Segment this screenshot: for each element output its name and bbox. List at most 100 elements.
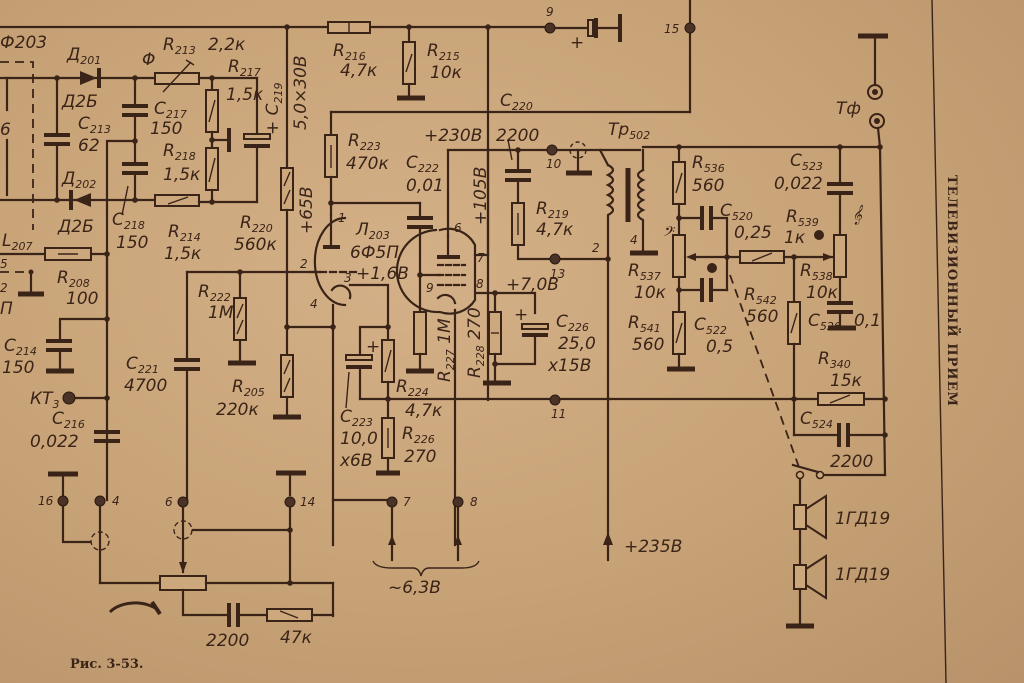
r223-ref: R223: [348, 131, 381, 153]
vol-res-value: 47к: [280, 628, 313, 648]
c220-ref: C220: [500, 91, 533, 113]
phi-mark: Φ: [142, 50, 155, 70]
c221-ref: C221: [126, 354, 159, 376]
tube-pin-4: 4: [310, 297, 318, 311]
r228-label: R228 270: [465, 307, 487, 378]
c223-value: 10,0: [340, 429, 378, 449]
terminal-6-label: 6: [165, 495, 173, 509]
control-knob-dot: [814, 230, 824, 240]
voltage-235v: +235В: [624, 537, 682, 557]
c524-value: 2200: [830, 452, 873, 472]
terminal-13-label: 13: [550, 267, 565, 281]
c526-value: 0,1: [854, 311, 881, 331]
tube-pin-3: 3: [344, 271, 352, 285]
l207-pin-5: 5: [0, 257, 8, 271]
c222-ref: C222: [406, 153, 439, 175]
arrow-up-icon: [603, 532, 613, 545]
capacitor-c223: [345, 354, 373, 361]
terminal-9: [544, 22, 556, 34]
transformer-secondary: [636, 168, 646, 254]
speaker-2-label: 1ГД19: [835, 565, 890, 585]
c226-plus: +: [514, 305, 528, 325]
terminal-11-label: 11: [551, 407, 566, 421]
c219-ref: + C219: [263, 82, 285, 135]
l207-pin-2: 2: [0, 281, 8, 295]
c216-ref: C216: [52, 409, 85, 431]
wiper-arrow-icon: [686, 253, 696, 261]
switch-contact: [815, 470, 825, 480]
c526-ref: C526: [808, 311, 841, 333]
r218-ref: R218: [163, 141, 196, 163]
r537-value: 10к: [634, 283, 667, 303]
d201-type: Д2Б: [61, 92, 98, 112]
terminal-4-label: 4: [112, 494, 120, 508]
vacuum-tube-l203: [308, 213, 477, 547]
c218-value: 150: [116, 233, 148, 253]
r220-ref: R220: [240, 213, 273, 235]
side-title: ТЕЛЕВИЗИОННЫЙ ПРИЕМ: [944, 175, 961, 407]
arrow-up-icon: [388, 535, 396, 545]
r224-value: 4,7к: [405, 401, 443, 421]
c217-ref: C217: [154, 99, 187, 121]
vol-cap-value: 2200: [206, 631, 249, 651]
terminal-9-label: 9: [546, 5, 554, 19]
heater-brace: [372, 560, 480, 577]
c520-ref: C520: [720, 201, 753, 223]
r541-value: 560: [632, 335, 664, 355]
page-border-line: [931, 0, 947, 683]
terminal-10-label: 10: [546, 157, 562, 171]
speaker-2: [793, 554, 827, 600]
treble-clef-icon: 𝄞: [852, 204, 863, 225]
c214-ref: C214: [4, 336, 37, 358]
terminal-13: [549, 253, 561, 265]
c219-value: 5,0×30В: [291, 55, 311, 130]
r215-ref: R215: [427, 41, 460, 63]
r213-ref: R213: [163, 35, 196, 57]
r220-value: 560к: [234, 235, 277, 255]
terminal-15: [284, 496, 296, 508]
diode-d202: [74, 193, 91, 207]
r217-value: 1,5к: [226, 85, 264, 105]
volume-potentiometer[interactable]: [159, 575, 207, 591]
voltage-105v: +105В: [471, 167, 491, 225]
r222-value: 1М: [208, 303, 234, 323]
shielded-connector: [569, 141, 587, 159]
terminal-8: [452, 496, 464, 508]
ganged-switch-linkage: [729, 274, 801, 471]
terminal-16-label: 16: [38, 494, 54, 508]
c223-ref: C223: [340, 407, 373, 429]
terminal-11: [549, 394, 561, 406]
terminal-15-label: 14: [300, 495, 315, 509]
terminal-7: [386, 496, 398, 508]
r218-value: 1,5к: [163, 165, 201, 185]
r542-value: 560: [746, 307, 778, 327]
terminal-14: [684, 22, 696, 34]
c522-value: 0,5: [706, 337, 733, 357]
r216-value: 4,7к: [340, 61, 378, 81]
r226-value: 270: [404, 447, 436, 467]
r215-value: 10к: [430, 63, 463, 83]
terminal-4: [94, 495, 106, 507]
tube-type: 6Ф5П: [350, 243, 399, 263]
voltage-1-6v: +1,6В: [356, 264, 409, 284]
r226-ref: R226: [402, 424, 435, 446]
c524-ref: C524: [800, 409, 833, 431]
terminal-14-label: 15: [664, 22, 679, 36]
test-point-kt3: [62, 391, 76, 405]
filter-shield-dashed: [0, 61, 34, 230]
r539-ref: R539: [786, 207, 819, 229]
tube-ref: Л203: [355, 220, 390, 242]
arrow-up-icon: [454, 535, 462, 545]
r219-ref: R219: [536, 199, 569, 221]
r219-value: 4,7к: [536, 220, 574, 240]
r216-ref: R216: [333, 41, 366, 63]
headphones-label: Тф: [836, 99, 861, 119]
r217-ref: R217: [228, 57, 261, 79]
transformer-pin-2: 2: [592, 241, 600, 255]
d202-type: Д2Б: [57, 217, 94, 237]
potentiometer-r537-bass: [672, 234, 686, 278]
c226-voltage: х15В: [547, 356, 591, 376]
c226-ref: C226: [556, 312, 589, 334]
c523-value: 0,022: [774, 174, 823, 194]
capacitor-c219: [243, 133, 271, 140]
